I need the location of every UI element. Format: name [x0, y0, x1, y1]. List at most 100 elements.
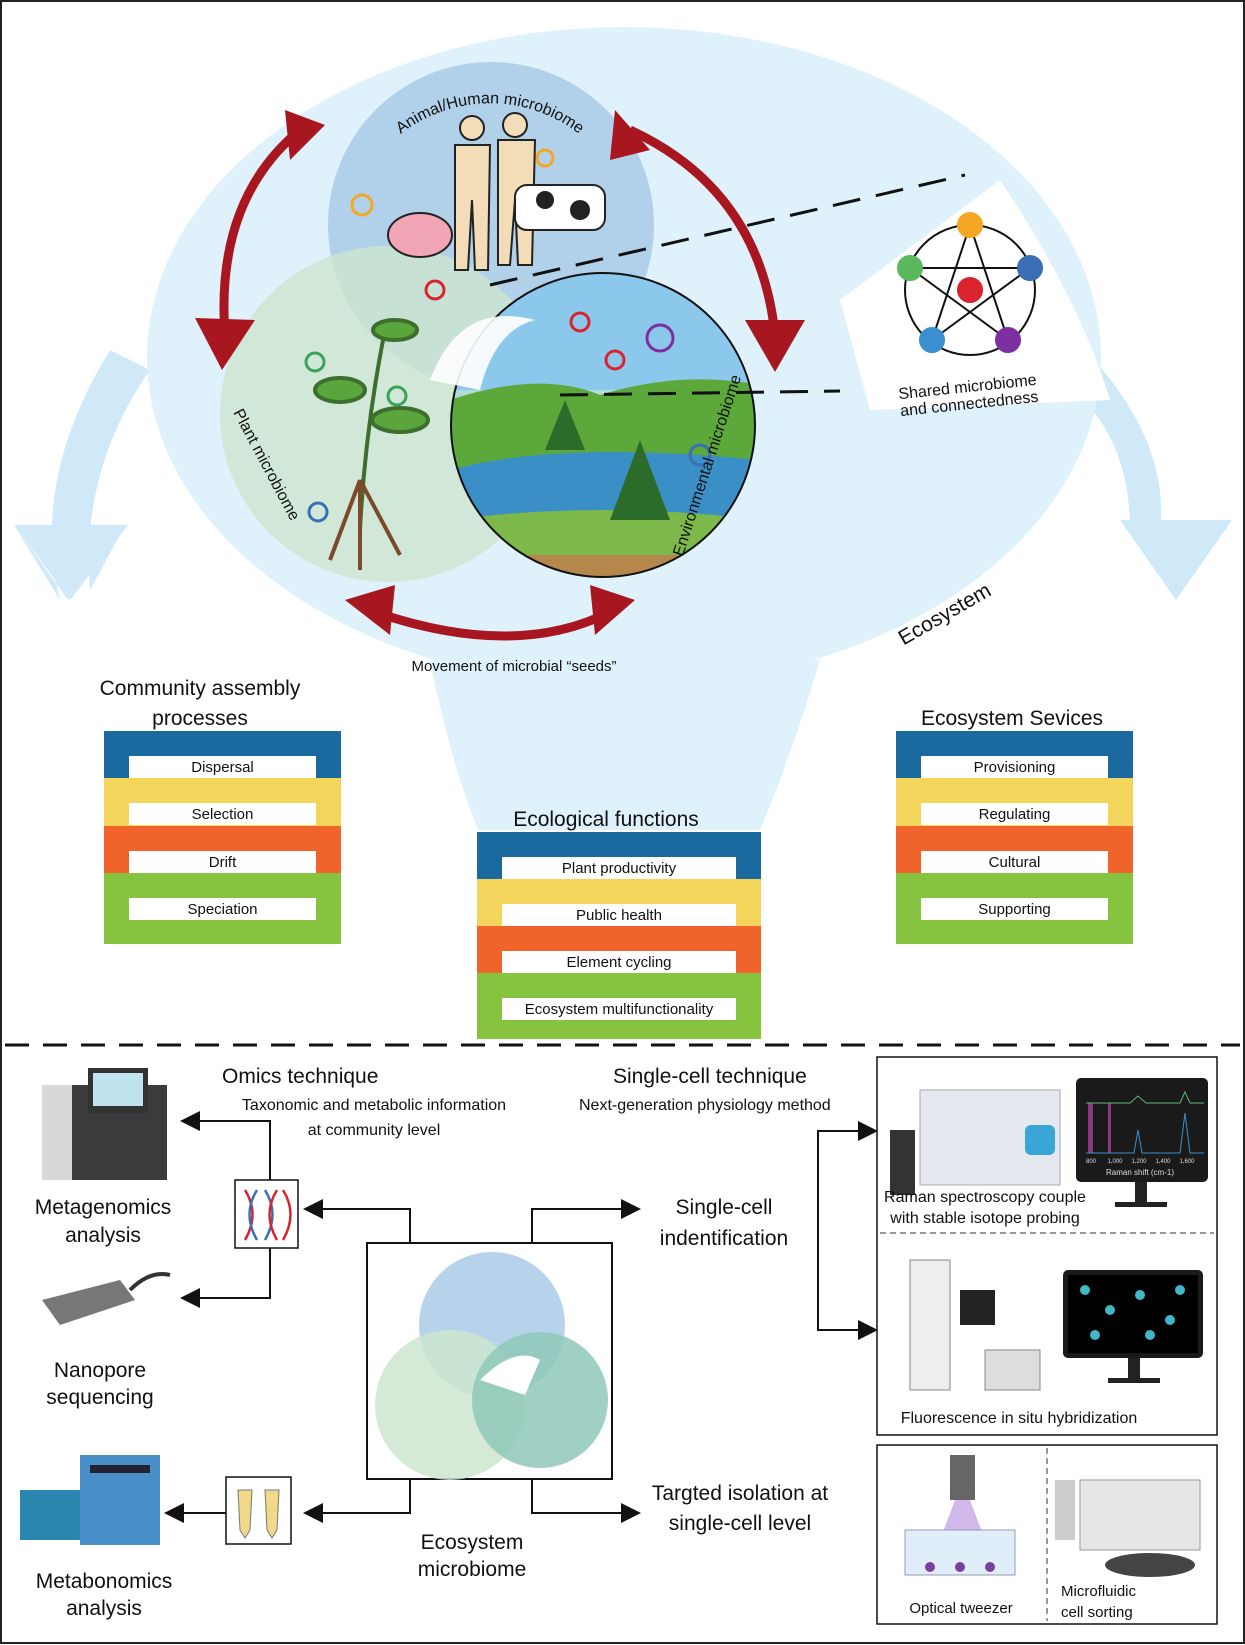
microfluidic-sorter-icon — [1055, 1479, 1201, 1577]
band-label: Public health — [576, 907, 662, 924]
cow-icon — [514, 184, 606, 231]
band-label-box — [129, 756, 316, 778]
red-arrowheads — [195, 110, 805, 635]
omics-subtitle-1: Taxonomic and metabolic information — [242, 1097, 506, 1114]
band-label-box — [502, 857, 736, 879]
arrow-to-isolation — [531, 1479, 641, 1523]
tubes-box — [225, 1476, 292, 1545]
band-label-box — [129, 803, 316, 825]
metagenomics-label-2: analysis — [65, 1224, 141, 1247]
band-label: Supporting — [978, 901, 1051, 918]
movement-arrows — [219, 125, 780, 641]
fish-label: Fluorescence in situ hybridization — [901, 1410, 1138, 1427]
microscope-icon — [909, 1259, 1041, 1391]
microfluidic-label-1: Microfluidic — [1061, 1583, 1137, 1600]
arrow-to-dna — [303, 1199, 411, 1243]
ecosystem-microbiome-thumbnail — [375, 1252, 608, 1480]
arrow-to-metagenomics — [180, 1111, 271, 1180]
microbe-network-icon — [897, 212, 1043, 356]
red-arrow-right — [628, 125, 780, 336]
isolation-label-2: single-cell level — [669, 1512, 811, 1535]
arrow-to-identification — [531, 1199, 641, 1243]
arrow-to-fish — [817, 1230, 878, 1340]
mass-spectrometer-icon — [20, 1455, 160, 1545]
dna-icon — [243, 1189, 292, 1241]
raman-tick: 1,200 — [1131, 1159, 1147, 1165]
raman-label-2: with stable isotope probing — [889, 1210, 1079, 1227]
tweezer-label: Optical tweezer — [909, 1600, 1012, 1617]
sample-tubes-icon — [237, 1489, 280, 1539]
band-label: Dispersal — [191, 759, 254, 776]
ecosystem-services-title: Ecosystem Sevices — [921, 707, 1103, 730]
omics-title: Omics technique — [222, 1065, 378, 1088]
nanopore-label-2: sequencing — [46, 1386, 153, 1409]
band-label-box — [921, 898, 1108, 920]
center-label-1: Ecosystem — [421, 1531, 524, 1554]
flow-arrows — [164, 1111, 878, 1523]
nanopore-label-1: Nanopore — [54, 1359, 146, 1382]
connector-dash-top — [489, 173, 966, 287]
community-assembly-title-2: processes — [152, 707, 248, 730]
raman-monitor: 800 1,000 1,200 1,400 1,600 Raman shift (cm-… — [1076, 1078, 1208, 1207]
fish-monitor — [1063, 1270, 1203, 1383]
raman-instrument-icon — [890, 1089, 1061, 1195]
band-label: Regulating — [979, 806, 1051, 823]
raman-label-1: Raman spectroscopy couple — [884, 1189, 1086, 1206]
singlecell-title: Single-cell technique — [613, 1065, 807, 1088]
omics-subtitle-2: at community level — [308, 1122, 441, 1139]
metagenomics-label-1: Metagenomics — [35, 1196, 172, 1219]
raman-axis-label: Raman shift (cm-1) — [1106, 1168, 1174, 1177]
band-label: Speciation — [187, 901, 257, 918]
community-assembly-title-1: Community assembly — [100, 677, 301, 700]
band-label-box — [921, 756, 1108, 778]
band-label: Provisioning — [974, 759, 1056, 776]
movement-label: Movement of microbial “seeds” — [411, 658, 616, 675]
microfluidic-label-2: cell sorting — [1061, 1604, 1133, 1621]
nanopore-icon — [42, 1272, 171, 1325]
band-label: Selection — [192, 806, 254, 823]
band-label-box — [129, 851, 316, 873]
band-label: Plant productivity — [562, 860, 677, 877]
raman-tick: 1,000 — [1107, 1159, 1123, 1165]
band-label: Drift — [209, 854, 237, 871]
band-label-box — [921, 803, 1108, 825]
singlecell-subtitle: Next-generation physiology method — [579, 1097, 831, 1114]
sequencer-icon — [42, 1068, 167, 1180]
center-label-2: microbiome — [418, 1558, 527, 1581]
metabonomics-label-2: analysis — [66, 1597, 142, 1620]
band-label-box — [502, 998, 736, 1020]
red-arrow-left — [219, 126, 303, 336]
raman-tick: 1,600 — [1179, 1159, 1195, 1165]
raman-tick-labels: 800 1,000 1,200 1,400 1,600 — [1086, 1159, 1195, 1165]
band-label-box — [502, 951, 736, 973]
band-label: Cultural — [989, 854, 1041, 871]
band-label: Element cycling — [566, 954, 671, 971]
pig-icon — [387, 212, 453, 258]
funnel-to-functions — [430, 660, 820, 830]
plant-icon — [313, 318, 430, 570]
arrow-to-tubes — [303, 1479, 411, 1523]
shared-intersection — [430, 316, 535, 390]
raman-tick: 800 — [1086, 1159, 1097, 1165]
band-label-box — [129, 898, 316, 920]
optical-tweezer-icon — [904, 1455, 1016, 1576]
ecological-functions-title: Ecological functions — [513, 808, 699, 831]
arrow-to-raman — [817, 1121, 878, 1230]
red-arrow-bottom — [373, 607, 613, 641]
band-label-box — [502, 904, 736, 926]
arrow-to-nanopore — [180, 1248, 271, 1308]
isolation-label-1: Targted isolation at — [652, 1482, 828, 1505]
human-figures-icon — [454, 112, 537, 271]
band-label: Ecosystem multifunctionality — [525, 1001, 714, 1018]
microbe-icons — [304, 148, 712, 523]
raman-tick: 1,400 — [1155, 1159, 1171, 1165]
identification-label-1: Single-cell — [676, 1196, 773, 1219]
identification-label-2: indentification — [660, 1227, 788, 1250]
band-label-box — [921, 851, 1108, 873]
connector-dash-bottom — [559, 389, 841, 397]
